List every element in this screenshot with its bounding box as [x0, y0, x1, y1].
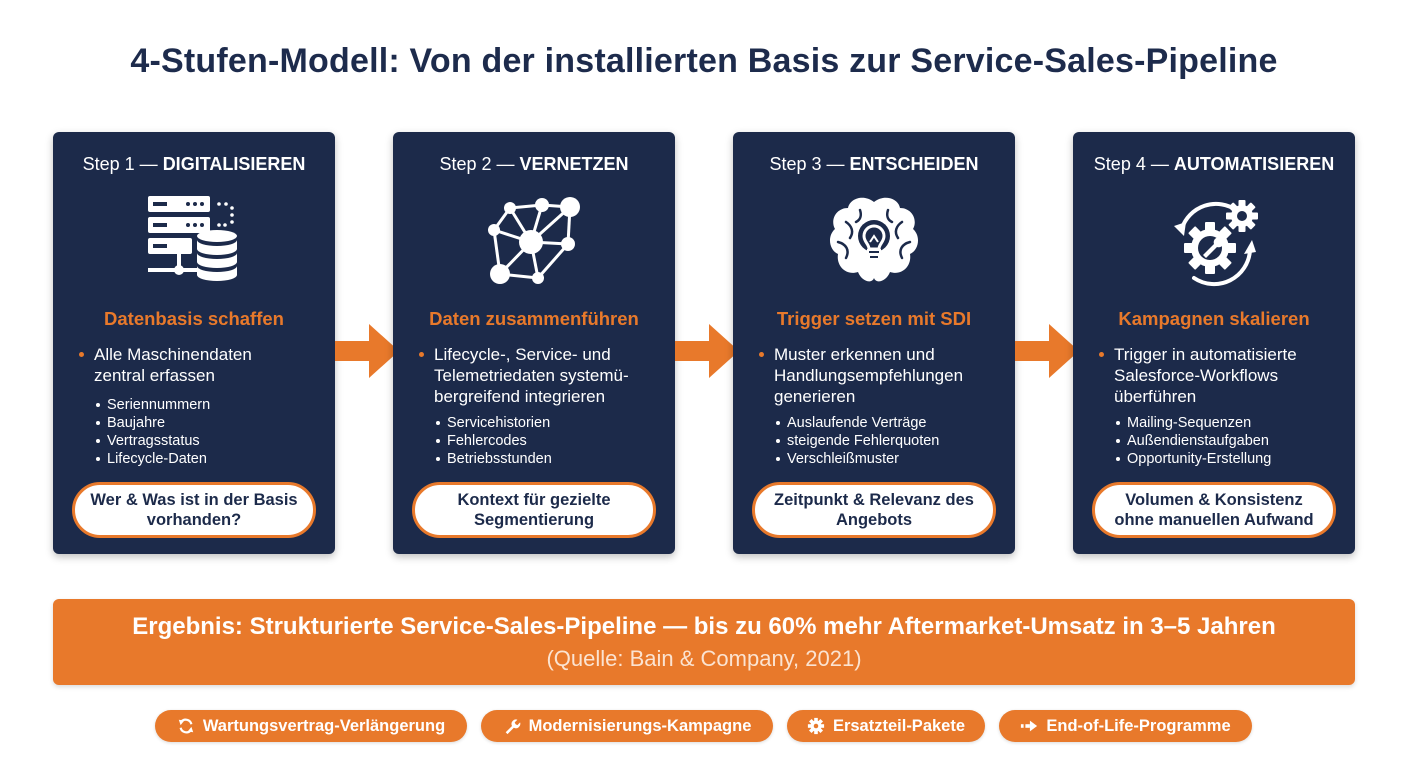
main-bullet: Lifecycle-, Service- und Telemetriedaten…: [419, 344, 650, 407]
list-item: Mailing-Sequenzen: [1115, 414, 1345, 432]
step-subtitle: Datenbasis schaffen: [104, 308, 284, 329]
step-header: Step 1 — DIGITALISIEREN: [53, 154, 335, 175]
tag-end-of-life: End-of-Life-Programme: [999, 710, 1252, 742]
main-bullet: Alle Maschinendaten zentral erfassen: [79, 344, 284, 386]
step-card-1: Step 1 — DIGITALISIEREN: [53, 132, 335, 554]
gear-icon: [807, 717, 825, 735]
tag-modernisierung: Modernisierungs-Kampagne: [481, 710, 773, 742]
outcome-pill: Volumen & Konsistenz ohne manuellen Aufw…: [1092, 482, 1336, 538]
list-item: Verschleißmuster: [775, 450, 1005, 468]
list-item: steigende Fehlerquoten: [775, 432, 1005, 450]
list-item: Fehlercodes: [435, 432, 665, 450]
tag-ersatzteil: Ersatzteil-Pakete: [787, 710, 985, 742]
list-item: Seriennummern: [95, 396, 325, 414]
step-header: Step 2 — VERNETZEN: [393, 154, 675, 175]
list-item: Vertragsstatus: [95, 432, 325, 450]
main-bullet: Muster erkennen und Handlungsempfehlunge…: [759, 344, 1004, 407]
step-label: Step 2 —: [439, 154, 515, 174]
arrow-right-icon: [1020, 717, 1038, 735]
pill-text: Zeitpunkt & Relevanz des Angebots: [774, 491, 974, 529]
pill-text: Volumen & Konsistenz ohne manuellen Aufw…: [1114, 491, 1314, 529]
tag-label: Wartungsvertrag-Verlängerung: [202, 716, 446, 735]
pill-text: Kontext für gezielte Segmentierung: [457, 491, 611, 529]
tag-wartungsvertrag: Wartungsvertrag-Verlängerung: [155, 710, 467, 742]
page-title: 4-Stufen-Modell: Von der installierten B…: [130, 42, 1278, 80]
sub-list: Servicehistorien Fehlercodes Betriebsstu…: [435, 414, 665, 468]
tag-label: Modernisierungs-Kampagne: [528, 716, 752, 735]
list-item: Betriebsstunden: [435, 450, 665, 468]
step-card-3: Step 3 — ENTSCHEIDEN Trigger setzen mit …: [733, 132, 1015, 554]
sub-list: Mailing-Sequenzen Außendienstaufgaben Op…: [1115, 414, 1345, 468]
pill-text: Wer & Was ist in der Basis vorhanden?: [90, 491, 298, 529]
refresh-icon: [177, 717, 195, 735]
wrench-icon: [503, 717, 521, 735]
step-name: AUTOMATISIEREN: [1173, 154, 1335, 174]
server-database-icon: [144, 192, 244, 292]
step-name: ENTSCHEIDEN: [849, 154, 979, 174]
step-label: Step 3 —: [769, 154, 845, 174]
tag-label: Ersatzteil-Pakete: [832, 716, 966, 735]
step-header: Step 3 — ENTSCHEIDEN: [733, 154, 1015, 175]
step-name: VERNETZEN: [519, 154, 629, 174]
step-subtitle: Trigger setzen mit SDI: [776, 308, 972, 329]
list-item: Servicehistorien: [435, 414, 665, 432]
step-header: Step 4 — AUTOMATISIEREN: [1073, 154, 1355, 175]
list-item: Baujahre: [95, 414, 325, 432]
result-source: (Quelle: Bain & Company, 2021): [546, 646, 862, 671]
step-name: DIGITALISIEREN: [162, 154, 306, 174]
arrow-right-icon: [1009, 321, 1083, 381]
network-nodes-icon: [484, 192, 584, 292]
list-item: Opportunity-Erstellung: [1115, 450, 1345, 468]
main-bullet: Trigger in automatisierte Salesforce-Wor…: [1099, 344, 1324, 407]
outcome-pill: Wer & Was ist in der Basis vorhanden?: [72, 482, 316, 538]
result-text: Ergebnis: Strukturierte Service-Sales-Pi…: [132, 613, 1276, 640]
step-label: Step 4 —: [1093, 154, 1169, 174]
outcome-pill: Kontext für gezielte Segmentierung: [412, 482, 656, 538]
outcome-pill: Zeitpunkt & Relevanz des Angebots: [752, 482, 996, 538]
sub-list: Auslaufende Verträge steigende Fehlerquo…: [775, 414, 1005, 468]
result-banner: Ergebnis: Strukturierte Service-Sales-Pi…: [53, 599, 1355, 685]
list-item: Außendienstaufgaben: [1115, 432, 1345, 450]
arrow-right-icon: [329, 321, 403, 381]
list-item: Auslaufende Verträge: [775, 414, 1005, 432]
tag-label: End-of-Life-Programme: [1046, 716, 1231, 735]
step-card-2: Step 2 — VERNETZEN: [393, 132, 675, 554]
brain-lightbulb-icon: [824, 192, 924, 292]
gears-automation-icon: [1164, 192, 1264, 292]
step-card-4: Step 4 — AUTOMATISIEREN: [1073, 132, 1355, 554]
step-subtitle: Daten zusammenführen: [429, 308, 639, 329]
sub-list: Seriennummern Baujahre Vertragsstatus Li…: [95, 396, 325, 468]
list-item: Lifecycle-Daten: [95, 450, 325, 468]
step-label: Step 1 —: [82, 154, 158, 174]
step-subtitle: Kampagnen skalieren: [1118, 308, 1310, 329]
arrow-right-icon: [669, 321, 743, 381]
